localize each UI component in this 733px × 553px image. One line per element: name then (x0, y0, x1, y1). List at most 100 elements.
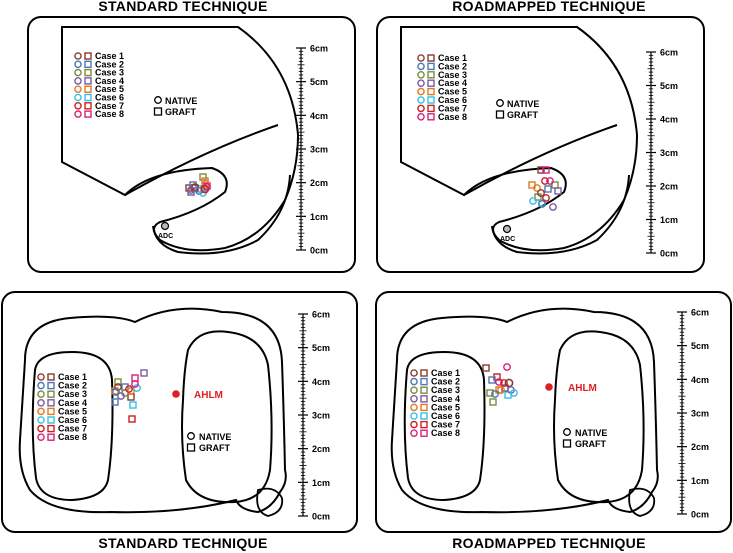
panel-frame (375, 291, 732, 533)
legend-graft-marker (427, 96, 435, 104)
legend-native-marker (417, 87, 425, 96)
legend-native-marker (417, 96, 425, 104)
legend-graft-marker (420, 412, 428, 420)
graft-label: GRAFT (165, 107, 196, 117)
native-circle-icon (496, 99, 504, 107)
legend-native-marker (37, 390, 45, 399)
ruler-label: 2cm (660, 182, 678, 192)
legend-native-marker (74, 85, 82, 93)
graft-label: GRAFT (575, 439, 606, 449)
native-circle-icon (154, 96, 162, 104)
legend-case-label: Case 3 (58, 389, 87, 399)
ruler-label: 6cm (691, 308, 709, 318)
legend-case-label: Case 5 (95, 84, 124, 94)
ahlm-label: AHLM (568, 383, 597, 394)
condyle-inner-outline (491, 174, 630, 255)
legend-native-marker (74, 52, 82, 60)
legend-case-label: Case 5 (431, 402, 460, 412)
legend-native-marker (410, 386, 418, 395)
legend-native-marker (417, 113, 425, 121)
ruler-label: 4cm (691, 375, 709, 385)
shape-legend: NATIVE GRAFT (562, 428, 607, 449)
adc-marker (160, 221, 170, 231)
graft-label: GRAFT (199, 443, 230, 453)
legend-graft-marker (427, 79, 435, 87)
tunnel-markers-cluster (185, 173, 211, 197)
title-top-left: STANDARD TECHNIQUE (98, 0, 268, 14)
legend-graft-marker (420, 403, 428, 412)
legend-case-label: Case 2 (438, 61, 467, 71)
legend-case-label: Case 2 (431, 377, 460, 387)
ruler-label: 0cm (312, 512, 330, 522)
legend-case-label: Case 6 (438, 95, 467, 105)
ruler-label: 6cm (660, 48, 678, 58)
lateral-condyle-outline (553, 330, 645, 504)
legend-graft-marker (84, 68, 92, 77)
ruler-label: 4cm (310, 111, 328, 121)
legend-graft-marker (427, 104, 435, 113)
legend-native-marker (417, 71, 425, 79)
legend-graft-marker (47, 407, 55, 416)
legend-graft-marker (84, 93, 92, 102)
legend-case-label: Case 2 (95, 59, 124, 69)
ruler-label: 6cm (312, 310, 330, 320)
legend-native-marker (410, 412, 418, 420)
legend-case-label: Case 4 (95, 76, 124, 86)
ahlm-label: AHLM (194, 390, 223, 401)
legend-case-label: Case 7 (431, 420, 460, 430)
legend-native-marker (74, 60, 82, 69)
legend-native-marker (37, 424, 45, 433)
legend-native-marker (74, 102, 82, 110)
legend-case-label: Case 6 (95, 93, 124, 103)
legend-graft-marker (427, 113, 435, 121)
legend-graft-marker (47, 433, 55, 441)
legend-case-label: Case 3 (95, 68, 124, 78)
legend-native-marker (37, 433, 45, 442)
legend-case-label: Case 1 (58, 372, 87, 382)
femur-outline (61, 26, 300, 252)
legend-native-marker (410, 377, 418, 386)
legend-graft-marker (427, 54, 435, 62)
native-circle-icon (187, 432, 195, 440)
legend-graft-marker (427, 62, 435, 71)
legend-graft-marker (47, 373, 55, 381)
legend-graft-marker (84, 52, 92, 60)
condyle-inner-outline (152, 174, 291, 255)
posterior-notch-outline (628, 487, 656, 517)
tunnel-markers-cluster (482, 363, 518, 406)
legend-case-label: Case 6 (431, 411, 460, 421)
legend-native-marker (37, 373, 45, 381)
legend-case-label: Case 4 (431, 394, 460, 404)
medial-condyle-outline (403, 350, 486, 502)
title-bottom-left: STANDARD TECHNIQUE (98, 535, 268, 551)
legend-case-label: Case 4 (58, 398, 87, 408)
legend-case-label: Case 6 (58, 415, 87, 425)
medial-condyle-outline (31, 350, 114, 502)
legend-native-marker (37, 407, 45, 416)
legend-case-label: Case 8 (58, 432, 87, 442)
shape-legend: NATIVE GRAFT (153, 96, 197, 117)
legend-graft-marker (420, 420, 428, 429)
shape-legend: NATIVE GRAFT (495, 99, 539, 120)
legend-graft-marker (84, 60, 92, 68)
title-top-right: ROADMAPPED TECHNIQUE (452, 0, 646, 14)
legend-case-label: Case 1 (95, 51, 124, 61)
legend-case-label: Case 7 (95, 101, 124, 111)
graft-square-icon (562, 439, 572, 448)
ruler-label: 2cm (691, 442, 709, 452)
legend-case-label: Case 3 (438, 70, 467, 80)
ruler-label: 0cm (310, 246, 328, 256)
panel-frame (376, 16, 705, 273)
ruler-label: 1cm (312, 478, 330, 488)
ruler-label: 5cm (691, 341, 709, 351)
legend-graft-marker (84, 102, 92, 110)
legend-graft-marker (427, 87, 435, 96)
legend-native-marker (74, 93, 82, 102)
